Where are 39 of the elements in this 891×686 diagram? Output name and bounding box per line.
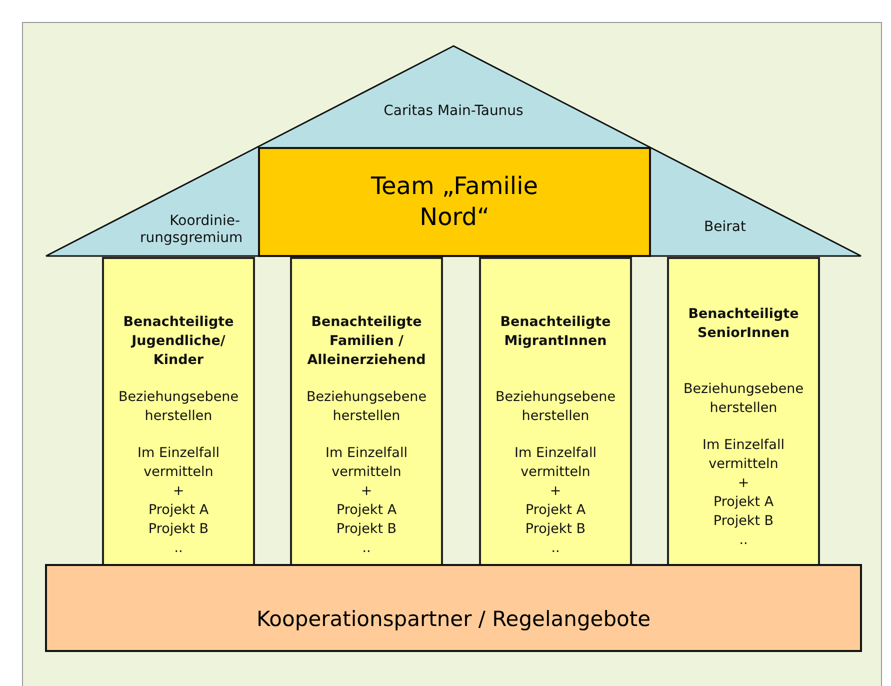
pillar-text: .. [362,539,371,558]
team-title: Team „Familie Nord“ [370,171,540,233]
pillar-text: + [360,482,372,501]
pillar-text: Beziehungsebene herstellen [682,380,805,418]
pillar [667,257,820,567]
pillar-heading: Benachteiligte MigrantInnen [499,313,612,351]
pillar-text: Beziehungsebene herstellen [305,388,428,426]
pillar-text: Projekt A [525,501,586,520]
pillar-text: Projekt B [148,520,209,539]
pillar [290,257,443,567]
pillar-text: + [550,482,562,501]
pillar-heading: Benachteiligte Familien / Alleinerziehend [306,313,427,370]
pillar-text: Beziehungsebene herstellen [117,388,240,426]
team-box [258,147,651,257]
pillar-text: Projekt A [148,501,209,520]
pillar-text: Im Einzelfall vermitteln [702,436,786,474]
pillar [102,257,255,567]
roof-label: Beirat [703,219,747,236]
pillar [479,257,632,567]
foundation-box [45,564,862,652]
pillar-text: Im Einzelfall vermitteln [514,444,598,482]
pillar-text: .. [174,539,183,558]
pillar-text: .. [551,539,560,558]
roof-label: Koordinie- rungsgremium [140,213,240,247]
pillar-heading: Benachteiligte SeniorInnen [687,305,800,343]
foundation-label: Kooperationspartner / Regelangebote [256,607,651,631]
pillar-text: + [172,482,184,501]
pillar-text: Projekt A [713,493,774,512]
pillar-text: Beziehungsebene herstellen [494,388,617,426]
pillar-heading: Benachteiligte Jugendliche/ Kinder [122,313,235,370]
pillar-text: Projekt A [336,501,397,520]
pillar-text: Im Einzelfall vermitteln [136,444,220,482]
pillar-text: .. [739,531,748,550]
pillar-text: Im Einzelfall vermitteln [324,444,408,482]
pillar-text: Projekt B [713,512,774,531]
roof-label: Caritas Main-Taunus [382,103,524,120]
pillar-text: + [738,474,750,493]
pillar-text: Projekt B [336,520,397,539]
pillar-text: Projekt B [525,520,586,539]
